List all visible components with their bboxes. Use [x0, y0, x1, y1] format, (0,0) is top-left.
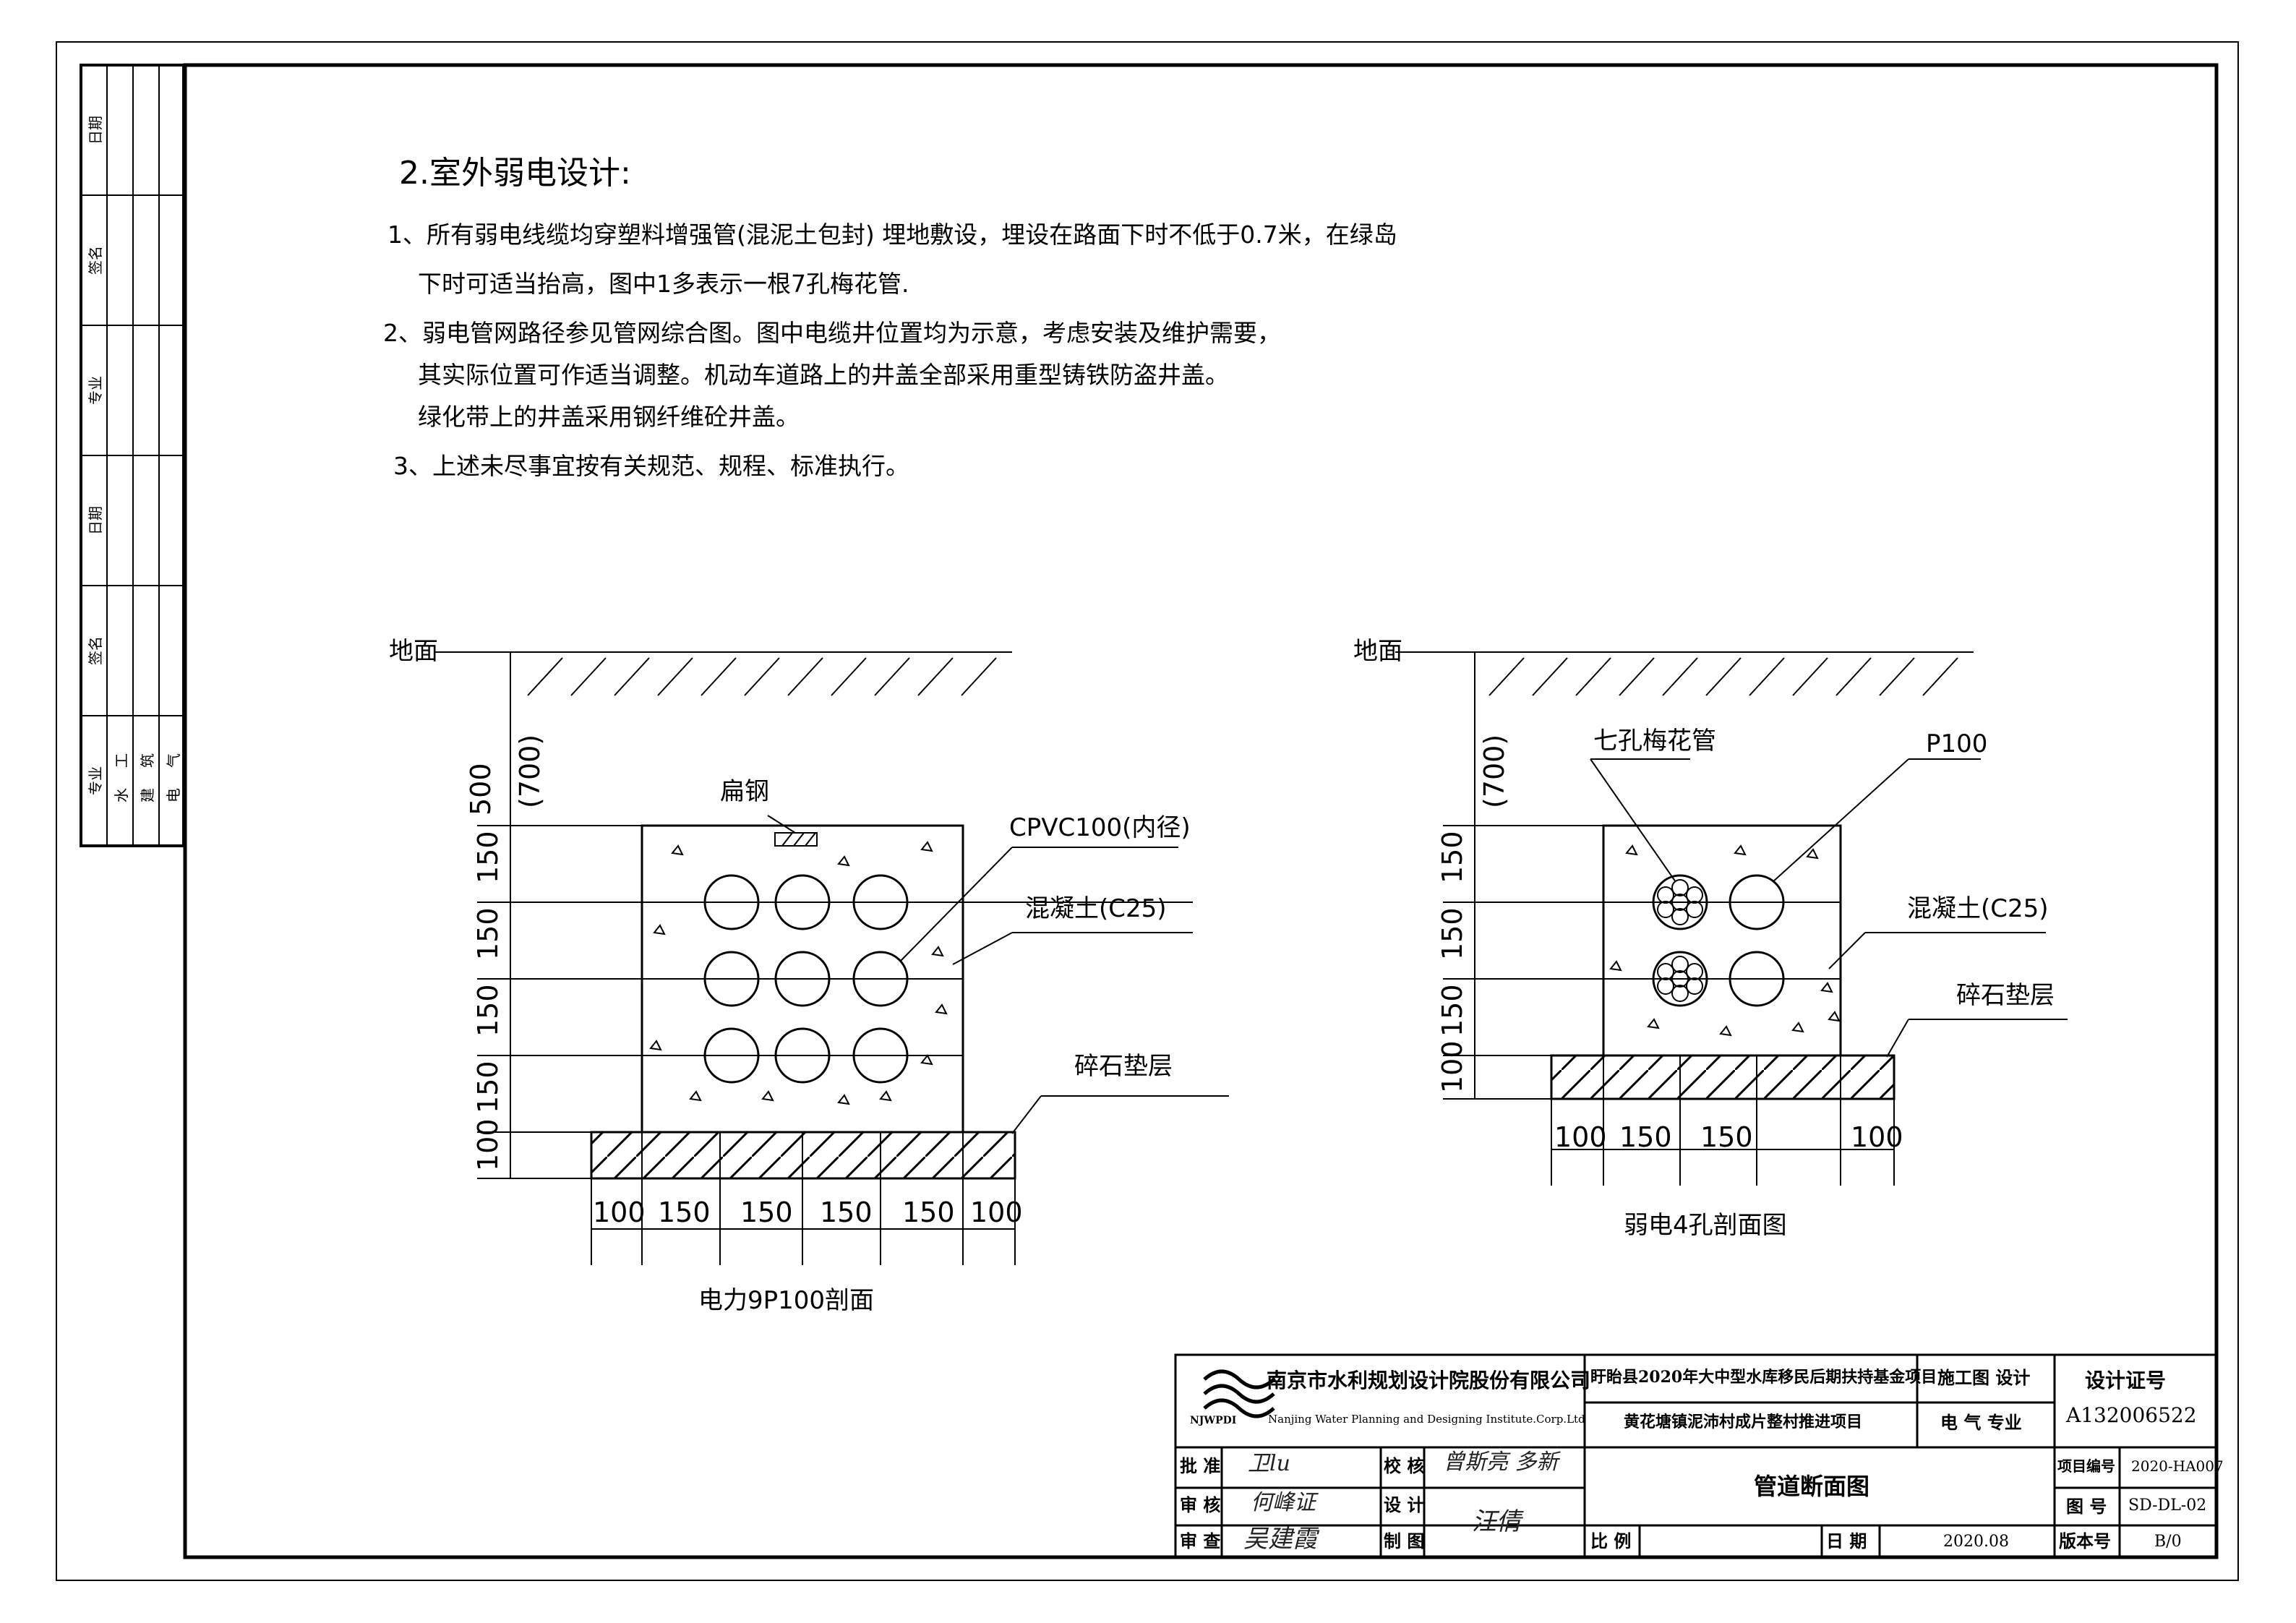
- right-depth-700: (700): [1478, 734, 1510, 808]
- signature-review: 何峰证: [1251, 1490, 1316, 1515]
- left-h150-d: 150: [902, 1196, 955, 1228]
- right-v150-3: 150: [1436, 984, 1468, 1037]
- company-logo-text: NJWPDI: [1190, 1415, 1237, 1426]
- left-h150-b: 150: [740, 1196, 793, 1228]
- date-value: 2020.08: [1943, 1533, 2009, 1551]
- note-3-line-1: 3、上述未尽事宜按有关规范、规程、标准执行。: [393, 452, 909, 480]
- project-number: 2020-HA007: [2131, 1457, 2224, 1475]
- outer-frame: [56, 41, 2239, 1581]
- left-v100: 100: [472, 1118, 504, 1171]
- check-label: 校 核: [1384, 1455, 1425, 1476]
- left-v150-3: 150: [472, 984, 504, 1037]
- right-pipes: [1652, 874, 1785, 1007]
- right-gravel-label: 碎石垫层: [1956, 981, 2055, 1010]
- project-number-label: 项目编号: [2057, 1457, 2115, 1475]
- left-h150-a: 150: [658, 1196, 711, 1228]
- right-h150-b: 150: [1700, 1121, 1753, 1153]
- approve-label: 批 准: [1180, 1455, 1221, 1476]
- left-ground-hatch: [527, 657, 997, 696]
- signature-approve: 卫lu: [1248, 1451, 1290, 1476]
- side-water: 水: [113, 788, 130, 802]
- left-h100-b: 100: [970, 1196, 1023, 1228]
- left-flat-steel-label: 扁钢: [720, 777, 769, 806]
- company-logo-icon: [1203, 1369, 1275, 1418]
- cert-label: 设计证号: [2085, 1369, 2167, 1392]
- figure-number: SD-DL-02: [2128, 1496, 2207, 1515]
- left-depth-500: 500: [465, 763, 497, 815]
- left-aggregate-marks: [649, 841, 948, 1105]
- side-work: 工: [113, 753, 130, 768]
- note-2-line-2: 其实际位置可作适当调整。机动车道路上的井盖全部采用重型铸铁防盗井盖。: [418, 361, 1229, 389]
- design-label: 设 计: [1384, 1494, 1425, 1515]
- version: B/0: [2154, 1533, 2182, 1551]
- left-caption: 电力9P100剖面: [698, 1286, 875, 1315]
- right-v150-1: 150: [1436, 831, 1468, 883]
- left-h150-c: 150: [820, 1196, 873, 1228]
- company-name-en: Nanjing Water Planning and Designing Ins…: [1268, 1413, 1585, 1426]
- inspect-label: 审 查: [1180, 1530, 1221, 1551]
- right-gravel-layer: [1550, 1054, 1896, 1100]
- discipline: 电 气 专业: [1940, 1412, 2022, 1433]
- note-2-line-3: 绿化带上的井盖采用钢纤维砼井盖。: [418, 403, 800, 431]
- note-1-line-1: 1、所有弱电线缆均穿塑料增强管(混泥土包封) 埋地敷设，埋设在路面下时不低于0.…: [387, 220, 1397, 249]
- right-h100-b: 100: [1851, 1121, 1903, 1153]
- left-v150-2: 150: [472, 907, 504, 960]
- note-1-line-2: 下时可适当抬高，图中1多表示一根7孔梅花管.: [418, 270, 909, 298]
- notes-title: 2.室外弱电设计:: [399, 155, 631, 192]
- cert-number: A132006522: [2066, 1403, 2197, 1427]
- right-v150-2: 150: [1436, 907, 1468, 960]
- right-v100: 100: [1436, 1040, 1468, 1093]
- date-label: 日 期: [1826, 1530, 1867, 1551]
- left-ground-label: 地面: [389, 637, 438, 666]
- right-h100-a: 100: [1554, 1121, 1607, 1153]
- side-elec: 电: [165, 788, 182, 802]
- left-concrete-label: 混凝土(C25): [1025, 894, 1167, 923]
- left-gravel-label: 碎石垫层: [1074, 1052, 1173, 1081]
- left-v150-1: 150: [472, 831, 504, 883]
- right-concrete-label: 混凝土(C25): [1907, 894, 2049, 923]
- right-h150-a: 150: [1619, 1121, 1672, 1153]
- left-v150-4: 150: [472, 1061, 504, 1113]
- right-p100-label: P100: [1926, 729, 1988, 758]
- project-line-2: 黄花塘镇泥沛村成片整村推进项目: [1624, 1413, 1863, 1431]
- right-caption: 弱电4孔剖面图: [1624, 1211, 1787, 1240]
- company-name-cn: 南京市水利规划设计院股份有限公司: [1267, 1369, 1591, 1392]
- side-major-2: 专业: [87, 766, 104, 795]
- review-label: 审 核: [1180, 1494, 1221, 1515]
- figure-number-label: 图 号: [2066, 1496, 2107, 1517]
- side-major-1: 专业: [87, 376, 104, 405]
- side-sign-2: 签名: [87, 636, 104, 665]
- right-aggregate-marks: [1609, 844, 1841, 1037]
- left-h100-a: 100: [593, 1196, 646, 1228]
- left-depth-700: (700): [514, 734, 546, 808]
- right-plum-pipe-label: 七孔梅花管: [1593, 727, 1716, 755]
- note-2-line-1: 2、弱电管网路径参见管网综合图。图中电缆井位置均为示意，考虑安装及维护需要，: [383, 319, 1281, 347]
- design-stage: 施工图 设计: [1937, 1367, 2031, 1388]
- version-label: 版本号: [2059, 1530, 2111, 1551]
- side-sign-1: 签名: [87, 246, 104, 275]
- left-pipe-label: CPVC100(内径): [1009, 813, 1191, 842]
- scale-label: 比 例: [1590, 1530, 1632, 1551]
- side-date-2: 日期: [87, 506, 104, 535]
- title-block-grid: [1174, 1353, 2218, 1559]
- side-build: 建: [139, 788, 156, 802]
- signature-inspect: 吴建霞: [1243, 1525, 1317, 1554]
- side-date-1: 日期: [87, 116, 104, 145]
- right-ground-hatch: [1488, 657, 1958, 696]
- right-ground-label: 地面: [1353, 637, 1402, 666]
- signature-design: 汪倩: [1472, 1507, 1521, 1536]
- left-gravel-layer: [590, 1131, 1016, 1180]
- draw-label: 制 图: [1384, 1530, 1425, 1551]
- project-line-1: 盱眙县2020年大中型水库移民后期扶持基金项目: [1590, 1368, 1937, 1387]
- left-pipes: [703, 874, 909, 1084]
- drawing-title: 管道断面图: [1754, 1473, 1870, 1500]
- signature-check: 曾斯亮 多新: [1443, 1449, 1559, 1475]
- side-strip: [80, 64, 185, 847]
- side-gas: 气: [165, 753, 182, 768]
- side-build2: 筑: [139, 753, 156, 768]
